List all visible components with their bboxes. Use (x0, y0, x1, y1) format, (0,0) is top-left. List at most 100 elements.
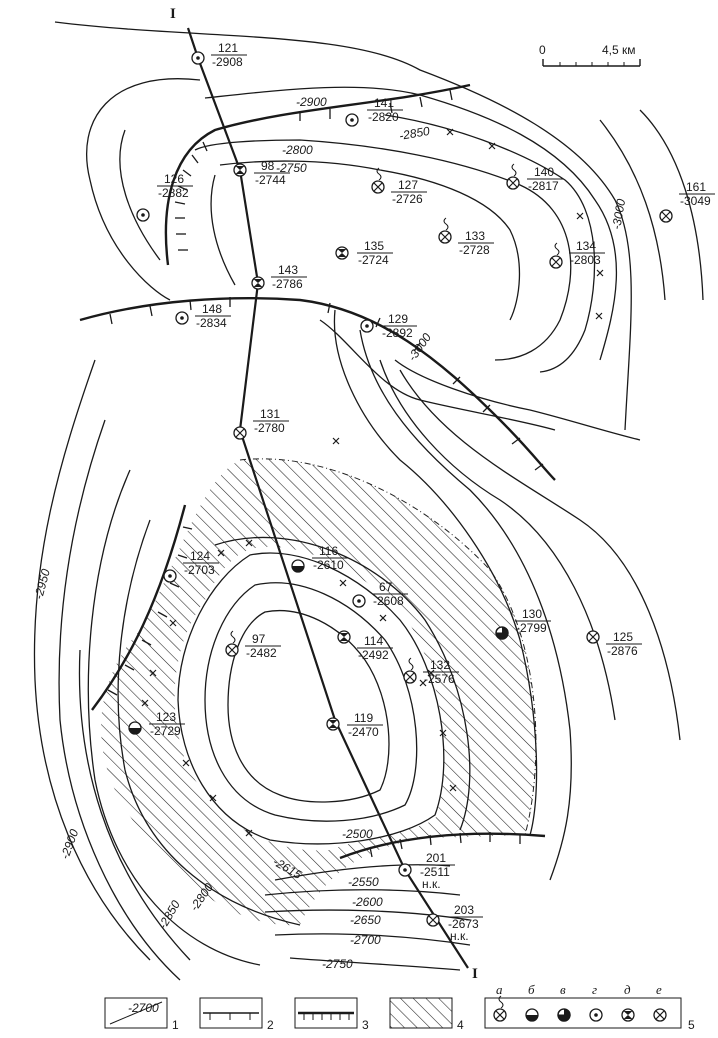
well-symbol-icon (586, 630, 600, 644)
well-number: 129 (388, 312, 408, 326)
well-number: 123 (156, 710, 176, 724)
legend-well-3: в (557, 982, 571, 1022)
contour-c12c (227, 610, 390, 803)
well-symbol-icon (233, 163, 247, 177)
contour-c7 (33, 359, 151, 961)
well-depth: -2608 (373, 594, 404, 608)
well-note: н.к. (422, 877, 441, 891)
well-symbol-icon (225, 630, 239, 657)
legend-num-2: 2 (267, 1018, 274, 1032)
contour-c10b (333, 309, 538, 836)
well-depth: -2724 (358, 253, 389, 267)
contour-label-c5: -3000 (609, 198, 628, 231)
well-depth: -2834 (196, 316, 227, 330)
well-129: 129-2892 (360, 312, 417, 340)
legend-well-letter: д (624, 982, 631, 997)
well-depth: -2492 (358, 648, 389, 662)
legend-well-6: е (653, 982, 667, 1022)
legend-well-symbol-icon (525, 1008, 539, 1022)
contour-c15 (264, 909, 471, 921)
legend-box-3 (294, 997, 358, 1029)
legend-well-1: а (493, 982, 507, 1022)
contour-c1b (204, 86, 618, 361)
wells: 121-2908141-282098-2744126-2882127-27261… (128, 41, 715, 943)
legend-num-3: 3 (362, 1018, 369, 1032)
well-98: 98-2744 (233, 159, 290, 187)
well-number: 201 (426, 851, 446, 865)
contour-label-c13: -2550 (348, 875, 379, 889)
well-116: 116-2610 (291, 544, 348, 573)
scale-label: 4,5 км (602, 43, 636, 57)
well-132: 132-2576 (403, 657, 459, 686)
contour-c9 (78, 649, 191, 961)
legend-num-4: 4 (457, 1018, 464, 1032)
well-124: 124-2703 (163, 549, 219, 583)
contour-c2b (384, 114, 596, 373)
well-121: 121-2908 (191, 41, 247, 69)
well-symbol-icon (398, 863, 412, 877)
well-symbol-icon (659, 209, 673, 223)
contour-c1 (86, 78, 201, 301)
contour-c14 (264, 889, 461, 896)
well-depth: -2817 (528, 179, 559, 193)
well-123: 123-2729 (128, 710, 185, 738)
well-number: 97 (252, 632, 266, 646)
well-symbol-icon (251, 276, 265, 290)
fault-ticks (107, 89, 544, 858)
legend-well-letter: а (496, 982, 503, 997)
faults (79, 83, 556, 860)
legend-well-symbol-icon (653, 1008, 667, 1022)
well-126: 126-2882 (136, 172, 193, 222)
well-141: 141-2820 (345, 96, 403, 127)
well-symbol-icon (506, 163, 520, 190)
well-depth: -2470 (348, 725, 379, 739)
contour-label-c1: -2900 (296, 95, 327, 109)
well-symbol-icon (326, 717, 340, 731)
contour-label-c12: -2500 (342, 827, 373, 841)
well-number: 132 (430, 658, 450, 672)
hatched-zone (101, 458, 536, 926)
well-depth: -2892 (382, 326, 413, 340)
contour-label-c7: -2950 (31, 567, 53, 601)
well-114: 114-2492 (337, 630, 393, 662)
well-symbol-icon (163, 569, 177, 583)
scale-bar: 0 4,5 км (539, 43, 641, 67)
legend-well-5: д (621, 982, 635, 1022)
legend-well-letter: б (528, 982, 535, 997)
contour-c12d (214, 536, 471, 831)
well-depth: -2803 (570, 253, 601, 267)
well-number: 116 (319, 544, 338, 558)
legend-well-letter: е (656, 982, 662, 997)
well-note: н.к. (450, 929, 469, 943)
well-number: 203 (454, 903, 474, 917)
well-depth: -2876 (607, 644, 638, 658)
fault-south (339, 832, 546, 860)
well-symbol-icon (403, 657, 417, 684)
well-depth: -2799 (516, 621, 547, 635)
well-number: 98 (261, 159, 275, 173)
contour-label-c16: -2700 (350, 933, 381, 947)
well-depth: -2780 (254, 421, 285, 435)
well-symbol-icon (360, 319, 374, 333)
well-125: 125-2876 (586, 630, 642, 658)
contour-label-c2: -2850 (398, 124, 431, 143)
section-label-end: I (472, 966, 478, 982)
well-symbol-icon (175, 311, 189, 325)
well-number: 126 (164, 172, 184, 186)
well-depth: -2482 (246, 646, 277, 660)
legend-well-4: г (589, 982, 603, 1022)
well-148: 148-2834 (175, 302, 231, 330)
legend-box-4 (389, 997, 453, 1029)
contour-c5b (639, 109, 704, 301)
well-symbol-icon (291, 559, 305, 573)
well-number: 131 (260, 407, 280, 421)
well-symbol-icon (426, 913, 440, 927)
well-depth: -2729 (150, 724, 181, 738)
well-depth: -2673 (448, 917, 479, 931)
well-number: 121 (218, 41, 238, 55)
fault-north (164, 83, 471, 266)
contour-c5 (599, 119, 666, 301)
legend-well-2: б (525, 982, 539, 1022)
